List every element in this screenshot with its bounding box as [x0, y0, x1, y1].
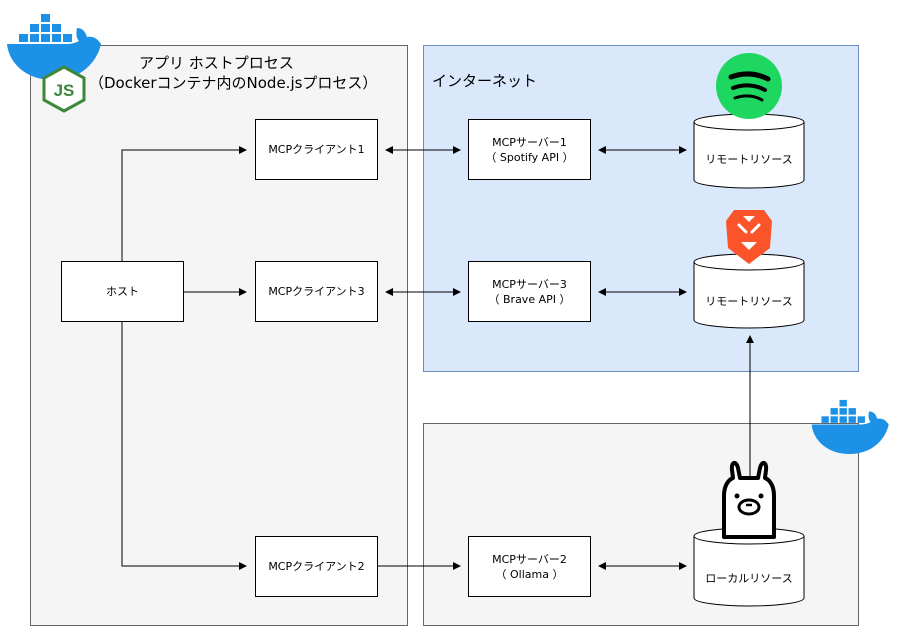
edge-host-client1	[121, 146, 247, 261]
host-region-subtitle: （Dockerコンテナ内のNode.jsプロセス）	[89, 74, 378, 92]
mcp-client-1-label: MCPクライアント1	[268, 143, 365, 156]
host-region-title: アプリ ホストプロセス	[139, 54, 294, 72]
mcp-client-2-label: MCPクライアント2	[268, 560, 365, 573]
remote-resource-3-cylinder	[693, 253, 805, 329]
host-label: ホスト	[106, 285, 139, 298]
mcp-server-3-label: MCPサーバー3	[492, 277, 567, 291]
ollama-icon	[722, 461, 776, 539]
mcp-server-3-api: （ Brave API ）	[488, 292, 571, 306]
mcp-server-2-box: MCPサーバー2 （ Ollama ）	[468, 536, 591, 597]
nodejs-icon: JS	[42, 65, 86, 113]
remote-resource-1-label: リモートリソース	[705, 153, 793, 166]
internet-region-title: インターネット	[432, 72, 538, 90]
mcp-server-2-label: MCPサーバー2	[492, 552, 567, 566]
local-resource-cylinder	[693, 527, 805, 607]
mcp-client-2-box: MCPクライアント2	[255, 536, 378, 597]
docker-icon	[811, 399, 889, 455]
mcp-server-3-box: MCPサーバー3 （ Brave API ）	[468, 261, 591, 322]
mcp-server-2-api: （ Ollama ）	[495, 567, 564, 581]
mcp-client-3-label: MCPクライアント3	[268, 285, 365, 298]
mcp-client-1-box: MCPクライアント1	[255, 119, 378, 180]
mcp-server-1-label: MCPサーバー1	[492, 135, 567, 149]
remote-resource-3-label: リモートリソース	[705, 295, 793, 308]
brave-icon	[726, 210, 772, 264]
remote-resource-1-cylinder	[693, 113, 805, 189]
svg-text:JS: JS	[54, 81, 75, 100]
docker-icon	[7, 14, 101, 80]
mcp-client-3-box: MCPクライアント3	[255, 261, 378, 322]
edge-host-client2	[121, 322, 247, 570]
host-box: ホスト	[61, 261, 184, 322]
mcp-server-1-box: MCPサーバー1 （ Spotify API ）	[468, 119, 591, 180]
local-resource-label: ローカルリソース	[705, 572, 793, 585]
spotify-icon	[716, 53, 782, 119]
mcp-server-1-api: （ Spotify API ）	[485, 150, 574, 164]
